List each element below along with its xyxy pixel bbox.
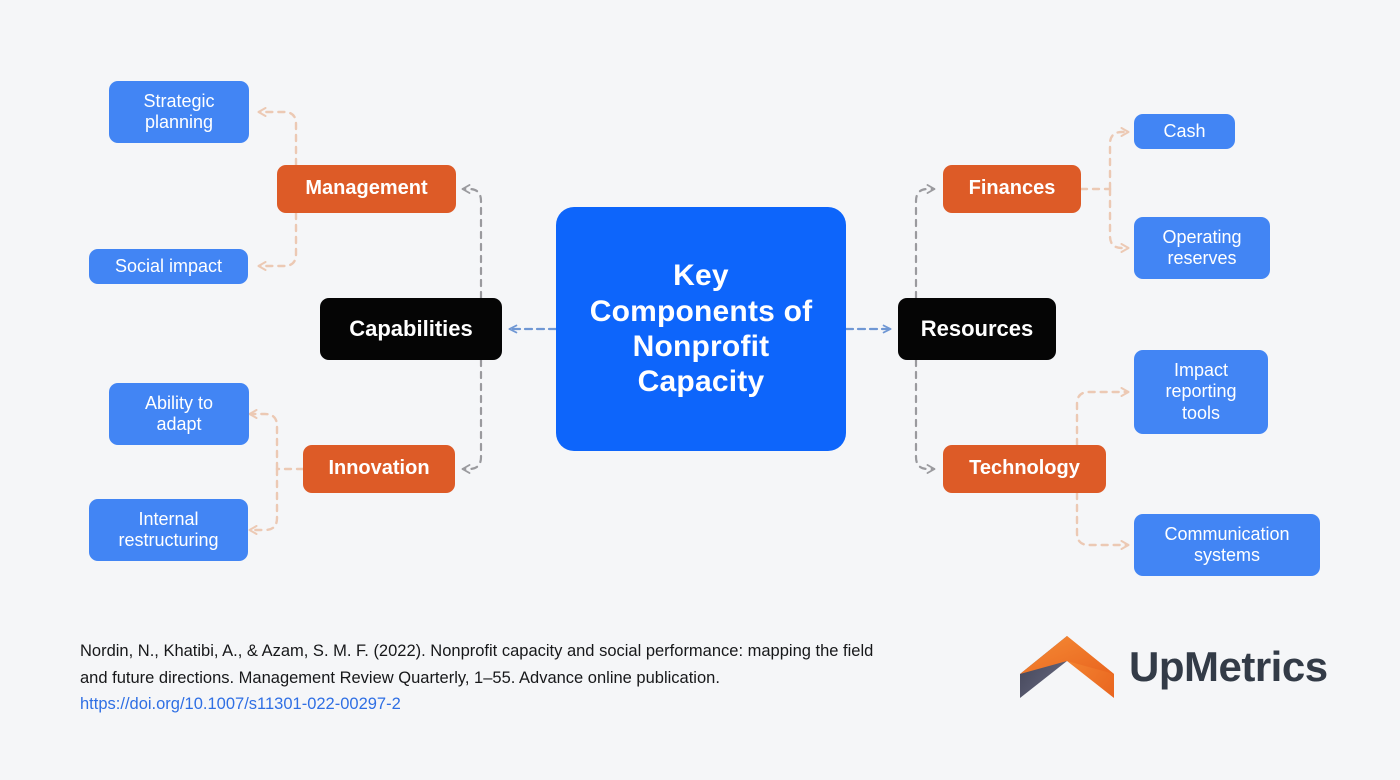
node-impact-reporting-tools[interactable]: Impact reporting tools [1134, 350, 1268, 434]
node-ability-to-adapt[interactable]: Ability to adapt [109, 383, 249, 445]
node-management-label: Management [305, 177, 428, 200]
node-social-impact-label: Social impact [114, 255, 223, 276]
node-internal-restructuring-label: Internal restructuring [118, 508, 219, 550]
upmetrics-mark-icon [1020, 636, 1114, 698]
node-capabilities[interactable]: Capabilities [320, 298, 502, 360]
connector-finances-to-cash [1108, 127, 1130, 191]
node-strategic-planning-label: Strategic planning [143, 90, 215, 132]
node-social-impact[interactable]: Social impact [89, 249, 248, 284]
node-communication-systems[interactable]: Communication systems [1134, 514, 1320, 576]
brand-logo: UpMetrics [1018, 634, 1328, 700]
node-technology-label: Technology [969, 457, 1080, 480]
node-cash-label: Cash [1163, 120, 1206, 141]
connector-capabilities-to-innovation [461, 358, 483, 474]
brand-name: UpMetrics [1129, 643, 1328, 690]
connector-technology-to-impact-reporting-tools [1075, 387, 1130, 447]
connector-capabilities-to-management [461, 184, 483, 300]
connector-management-to-social-impact [257, 211, 298, 271]
connector-resources-to-finances [914, 184, 936, 300]
node-internal-restructuring[interactable]: Internal restructuring [89, 499, 248, 561]
node-innovation-label: Innovation [328, 457, 430, 480]
connector-resources-to-technology [914, 358, 936, 474]
connector-finances-to-operating-reserves [1108, 187, 1130, 253]
node-hub-label: Key Components of Nonprofit Capacity [589, 259, 813, 399]
node-hub[interactable]: Key Components of Nonprofit Capacity [556, 207, 846, 451]
node-cash[interactable]: Cash [1134, 114, 1235, 149]
connector-innovation-to-internal-restructuring [248, 467, 279, 535]
citation-doi-link[interactable]: https://doi.org/10.1007/s11301-022-00297… [80, 695, 401, 714]
node-strategic-planning[interactable]: Strategic planning [109, 81, 249, 143]
node-capabilities-label: Capabilities [349, 316, 473, 342]
node-communication-systems-label: Communication systems [1164, 523, 1290, 565]
node-operating-reserves[interactable]: Operating reserves [1134, 217, 1270, 279]
node-finances[interactable]: Finances [943, 165, 1081, 213]
node-technology[interactable]: Technology [943, 445, 1106, 493]
connector-technology-to-communication-systems [1075, 491, 1130, 550]
node-management[interactable]: Management [277, 165, 456, 213]
node-ability-to-adapt-label: Ability to adapt [144, 392, 214, 434]
node-resources[interactable]: Resources [898, 298, 1056, 360]
citation: Nordin, N., Khatibi, A., & Azam, S. M. F… [80, 638, 900, 718]
connector-innovation-to-ability-to-adapt [248, 409, 279, 471]
connector-management-to-strategic-planning [257, 107, 298, 167]
node-operating-reserves-label: Operating reserves [1162, 226, 1242, 268]
citation-text: Nordin, N., Khatibi, A., & Azam, S. M. F… [80, 642, 874, 687]
node-impact-reporting-tools-label: Impact reporting tools [1165, 360, 1237, 423]
node-resources-label: Resources [920, 316, 1034, 342]
node-finances-label: Finances [968, 177, 1056, 200]
node-innovation[interactable]: Innovation [303, 445, 455, 493]
